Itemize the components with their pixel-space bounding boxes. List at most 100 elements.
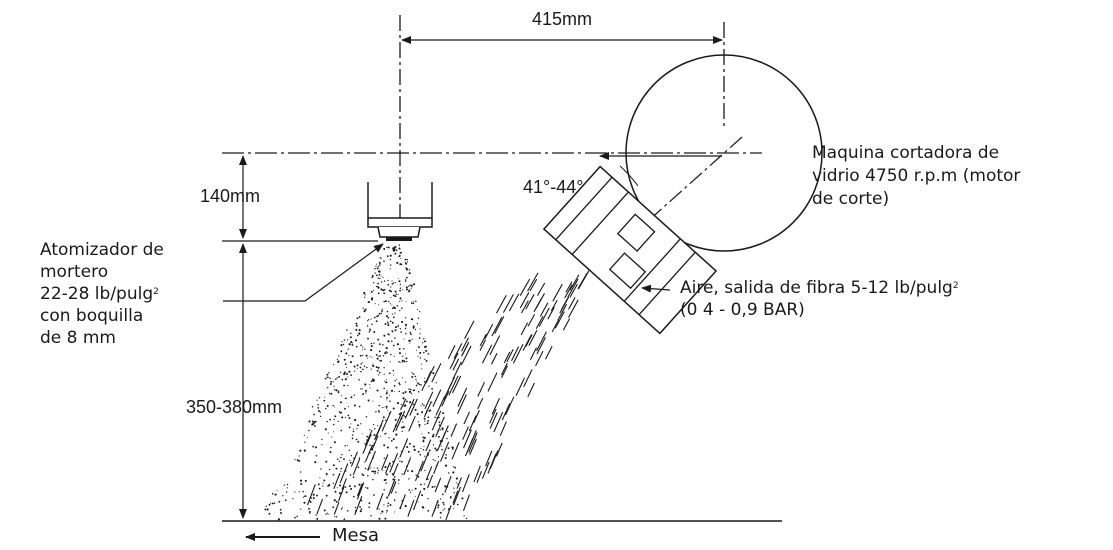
- fiber-dash: [439, 441, 450, 462]
- spray-dot: [387, 505, 389, 507]
- spray-dot: [406, 446, 409, 448]
- spray-dot: [423, 436, 426, 439]
- spray-dot: [388, 372, 391, 375]
- spray-dot: [385, 512, 388, 514]
- spray-dot: [402, 355, 404, 358]
- spray-dot: [400, 263, 403, 266]
- spray-dot: [390, 465, 392, 467]
- spray-dot: [411, 489, 413, 491]
- fiber-dash: [434, 477, 442, 493]
- spray-dot: [383, 387, 385, 390]
- spray-dot: [370, 318, 372, 320]
- spray-dot: [390, 286, 392, 288]
- spray-dot: [389, 258, 392, 261]
- spray-dot: [387, 321, 389, 323]
- spray-dot: [347, 376, 349, 378]
- spray-dot: [350, 396, 353, 399]
- spray-dot: [352, 428, 354, 430]
- spray-dot: [405, 400, 408, 403]
- spray-dot: [390, 290, 393, 293]
- spray-dot: [393, 374, 395, 376]
- fiber-dash: [547, 306, 555, 320]
- spray-dot: [285, 491, 288, 493]
- spray-dot: [346, 339, 349, 341]
- spray-dot: [378, 374, 380, 376]
- fiber-dash: [371, 435, 379, 451]
- spray-dot: [414, 408, 417, 411]
- spray-dot: [434, 485, 436, 488]
- spray-dot: [361, 433, 363, 435]
- spray-dot: [338, 411, 341, 413]
- spray-dot: [334, 490, 337, 493]
- fiber-dash: [467, 430, 477, 450]
- spray-dot: [392, 316, 395, 319]
- spray-dot: [375, 366, 378, 368]
- spray-dot: [447, 447, 450, 450]
- spray-dot: [299, 471, 302, 473]
- spray-dot: [410, 318, 413, 321]
- spray-dot: [417, 475, 420, 478]
- spray-dot: [319, 477, 321, 479]
- spray-dot: [347, 414, 350, 417]
- spray-dot: [419, 351, 422, 354]
- spray-dot: [363, 365, 366, 368]
- spray-dot: [388, 437, 390, 439]
- spray-dot: [420, 363, 422, 365]
- spray-dot: [424, 358, 426, 361]
- fiber-stream: [306, 269, 590, 520]
- spray-dot: [404, 327, 407, 330]
- spray-dot: [385, 473, 388, 476]
- spray-dot: [364, 308, 367, 311]
- spray-dot: [419, 328, 421, 330]
- fiber-dash: [569, 274, 580, 291]
- spray-dot: [400, 330, 402, 332]
- spray-dot: [369, 301, 371, 303]
- spray-dot: [370, 290, 373, 293]
- spray-dot: [431, 515, 433, 517]
- spray-dot: [376, 263, 378, 265]
- spray-dot: [308, 507, 310, 510]
- spray-dot: [279, 508, 282, 511]
- spray-dot: [351, 343, 354, 346]
- spray-dot: [396, 261, 399, 264]
- spray-dot: [415, 300, 417, 302]
- spray-dot: [379, 360, 381, 362]
- cutter-label-line2: vidrio 4750 r.p.m (motor: [812, 166, 1021, 186]
- spray-dot: [391, 473, 394, 475]
- spray-dot: [437, 435, 440, 438]
- spray-dot: [386, 509, 388, 512]
- spray-dot: [424, 455, 426, 457]
- spray-dot: [396, 402, 400, 405]
- spray-dot: [268, 503, 271, 506]
- spray-dot: [358, 379, 360, 381]
- spray-dot: [403, 405, 406, 407]
- spray-dot: [372, 400, 374, 402]
- spray-dot: [363, 291, 366, 295]
- atomizer-label-line3: 22-28 lb/pulg2: [40, 284, 159, 304]
- spray-dot: [265, 505, 267, 507]
- fiber-dash: [462, 426, 469, 440]
- spray-dot: [332, 464, 335, 467]
- fiber-dash: [491, 317, 503, 337]
- spray-dot: [410, 302, 413, 304]
- fiber-dash: [350, 451, 358, 467]
- spray-dot: [359, 366, 362, 369]
- fiber-dash: [505, 396, 515, 416]
- fiber-dash: [453, 343, 463, 359]
- spray-dot: [391, 280, 393, 282]
- spray-dot: [386, 310, 389, 313]
- spray-dot: [324, 396, 326, 398]
- spray-dot: [330, 392, 333, 395]
- spray-dot: [340, 350, 343, 353]
- spray-dot: [382, 289, 385, 292]
- spray-dot: [404, 261, 407, 264]
- fiber-dash: [423, 401, 432, 418]
- spray-dot: [334, 378, 337, 381]
- dimension-415-label: 415mm: [532, 9, 593, 29]
- spray-dot: [401, 430, 403, 432]
- spray-dot: [412, 326, 415, 329]
- spray-dot: [377, 410, 380, 412]
- fiber-dash: [364, 429, 373, 447]
- spray-dot: [409, 388, 412, 391]
- spray-dot: [374, 472, 376, 475]
